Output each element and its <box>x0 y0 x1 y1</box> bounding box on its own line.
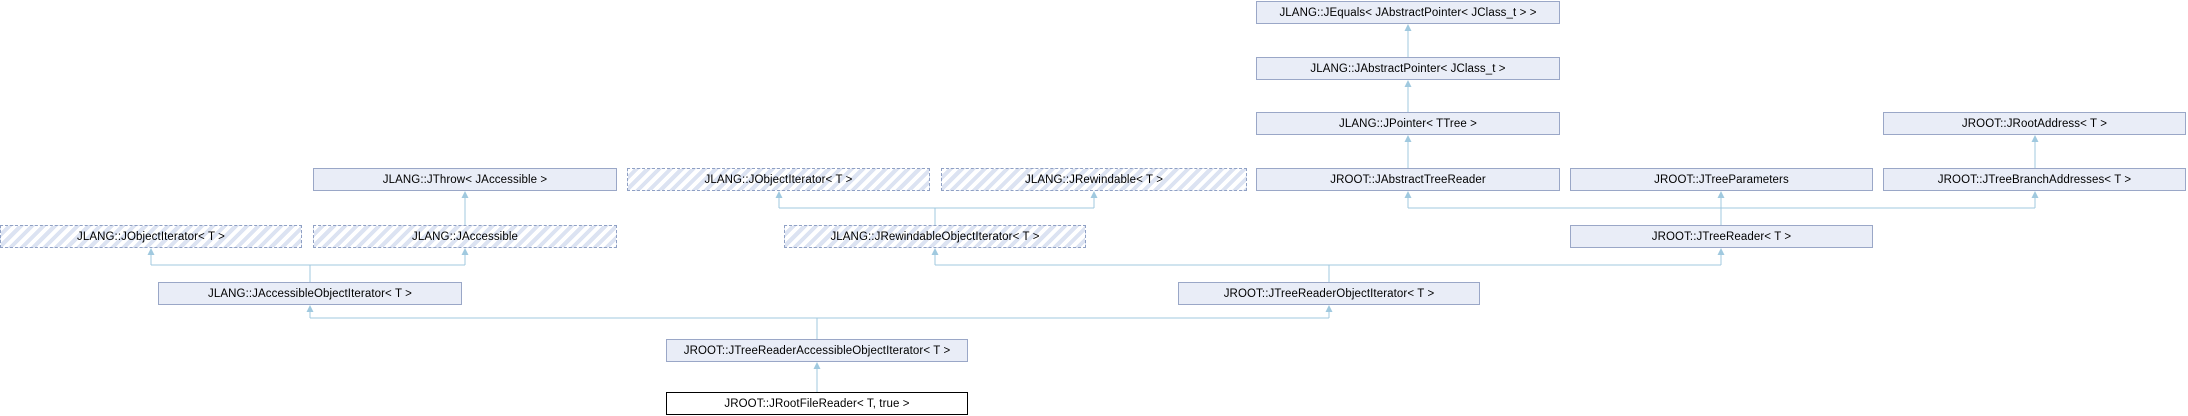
class-node-jroot-jtreebranchaddresses[interactable]: JROOT::JTreeBranchAddresses< T > <box>1883 168 2186 191</box>
class-node-jlang-jrewindable: JLANG::JRewindable< T > <box>941 168 1247 191</box>
class-node-label: JLANG::JObjectIterator< T > <box>76 230 225 243</box>
class-node-jlang-jaccessible: JLANG::JAccessible <box>313 225 617 248</box>
class-node-label: JLANG::JPointer< TTree > <box>1339 117 1477 130</box>
class-node-label: JROOT::JTreeReaderObjectIterator< T > <box>1223 287 1435 300</box>
class-node-jlang-jabstractpointer[interactable]: JLANG::JAbstractPointer< JClass_t > <box>1256 57 1560 80</box>
inheritance-edge-jlang-jaccessibleobjectiterator <box>147 248 469 282</box>
class-node-label: JROOT::JRootAddress< T > <box>1961 117 2108 130</box>
class-node-label: JROOT::JTreeReaderAccessibleObjectIterat… <box>683 344 951 357</box>
class-node-label: JROOT::JRootFileReader< T, true > <box>724 397 910 410</box>
class-node-label: JLANG::JAccessibleObjectIterator< T > <box>208 287 412 300</box>
inheritance-edge-jlang-jaccessible <box>461 191 469 225</box>
class-node-jlang-jequals[interactable]: JLANG::JEquals< JAbstractPointer< JClass… <box>1256 1 1560 24</box>
class-node-jlang-jaccessibleobjectiterator[interactable]: JLANG::JAccessibleObjectIterator< T > <box>158 282 462 305</box>
class-node-jroot-jtreeparameters[interactable]: JROOT::JTreeParameters <box>1570 168 1873 191</box>
inheritance-edge-jlang-jabstractpointer <box>1404 24 1412 57</box>
inheritance-edge-jroot-jrootfilereader <box>813 362 821 392</box>
inheritance-edge-jroot-jtreereader <box>1404 191 2039 225</box>
class-node-jlang-jobjectiterator-r4: JLANG::JObjectIterator< T > <box>627 168 930 191</box>
class-node-jroot-jtreereaderaccessibleobjectiterator[interactable]: JROOT::JTreeReaderAccessibleObjectIterat… <box>666 339 968 362</box>
class-node-jroot-jtreereaderobjectiterator[interactable]: JROOT::JTreeReaderObjectIterator< T > <box>1178 282 1480 305</box>
class-node-label: JROOT::JTreeParameters <box>1654 173 1789 186</box>
class-node-label: JROOT::JTreeReader< T > <box>1651 230 1792 243</box>
class-node-jroot-jrootfilereader: JROOT::JRootFileReader< T, true > <box>666 392 968 415</box>
class-node-jlang-jrewindableobjectiterator: JLANG::JRewindableObjectIterator< T > <box>784 225 1086 248</box>
class-node-jroot-jtreereader[interactable]: JROOT::JTreeReader< T > <box>1570 225 1873 248</box>
inheritance-edge-jlang-jrewindableobjectiterator <box>775 191 1098 225</box>
class-node-label: JLANG::JAccessible <box>412 230 518 243</box>
class-node-jroot-jrootaddress[interactable]: JROOT::JRootAddress< T > <box>1883 112 2186 135</box>
class-node-label: JLANG::JEquals< JAbstractPointer< JClass… <box>1279 6 1537 19</box>
class-node-label: JLANG::JAbstractPointer< JClass_t > <box>1310 62 1506 75</box>
inheritance-edge-jroot-jtreereaderobjectiterator <box>931 248 1725 282</box>
class-node-label: JLANG::JRewindableObjectIterator< T > <box>830 230 1040 243</box>
class-node-label: JLANG::JThrow< JAccessible > <box>382 173 548 186</box>
class-node-jlang-jpointer-ttree[interactable]: JLANG::JPointer< TTree > <box>1256 112 1560 135</box>
class-node-jlang-jthrow[interactable]: JLANG::JThrow< JAccessible > <box>313 168 617 191</box>
class-node-jlang-jobjectiterator-r5: JLANG::JObjectIterator< T > <box>0 225 302 248</box>
class-node-label: JLANG::JObjectIterator< T > <box>704 173 853 186</box>
inheritance-edge-jroot-jtreereaderaccessibleobjectiterator <box>306 305 1333 339</box>
inheritance-edge-jlang-jpointer-ttree <box>1404 80 1412 112</box>
class-node-label: JROOT::JTreeBranchAddresses< T > <box>1937 173 2132 186</box>
class-node-jroot-jabstracttreereader[interactable]: JROOT::JAbstractTreeReader <box>1256 168 1560 191</box>
class-node-label: JLANG::JRewindable< T > <box>1024 173 1164 186</box>
inheritance-edge-jroot-jabstracttreereader <box>1404 135 1412 168</box>
class-node-label: JROOT::JAbstractTreeReader <box>1330 173 1486 186</box>
inheritance-edge-jroot-jtreebranchaddresses <box>2031 135 2039 168</box>
